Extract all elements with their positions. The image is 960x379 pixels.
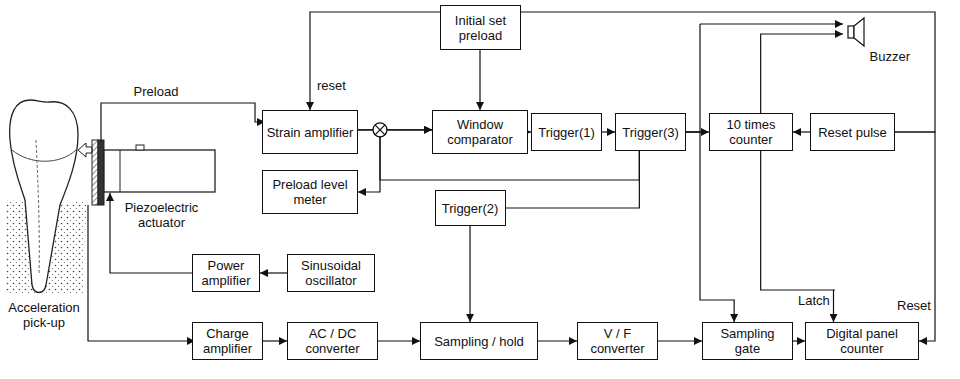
signal-connector [761,151,835,322]
signal-connector [479,50,481,110]
signal-connector [469,226,470,322]
signal-connector [602,131,615,132]
node-text: Power amplifier [193,258,259,288]
node-text: Reset pulse [815,125,890,140]
buzzer-node: Buzzer [843,16,913,64]
enamel-line [12,150,76,161]
node-text: Trigger(2) [439,201,502,216]
process-box: Initial set preload [440,5,521,50]
actuator-knob [136,145,144,150]
signal-connector [658,340,702,341]
process-box: Sampling gate [702,322,793,360]
signal-connector [538,340,577,341]
signal-connector [793,131,810,132]
process-box: V / F converter [577,322,658,360]
process-box: Charge amplifier [192,322,263,360]
tooth-outline [10,100,78,293]
process-box: Preload level meter [262,170,358,214]
root-canal [36,140,39,275]
annotation-label: Acceleration pick-up [3,300,85,330]
process-box: AC / DC converter [287,322,378,360]
node-text: Window comparator [433,117,527,147]
signal-connector [506,151,640,208]
process-box: 10 times counter [709,113,793,151]
signal-connector [895,132,935,341]
node-text: Trigger(1) [535,125,598,140]
process-box: Trigger(1) [531,113,602,151]
signal-connector [793,340,805,341]
summing-junction [373,123,387,137]
node-text: Sampling gate [703,326,792,356]
signal-label: Latch [797,293,831,308]
preload-wire [101,103,265,140]
annotation-label: Preload [125,84,187,99]
signal-label: reset [316,78,347,93]
signal-label: Reset [896,298,932,313]
node-text: Charge amplifier [193,326,262,356]
node-text: 10 times counter [710,117,792,147]
actuator-plate [98,140,104,205]
process-box: Sinusoidal oscillator [287,254,375,292]
process-box: Power amplifier [192,254,260,292]
annotation-label: Piezoelectric actuator [118,200,205,230]
process-box: Sampling / hold [420,322,538,360]
process-box: Strain amplifier [262,110,358,154]
node-text: V / F converter [578,326,657,356]
signal-connector [761,34,843,113]
node-text: Buzzer [867,49,913,64]
actuator-seam [120,150,121,192]
actuator-body [104,150,215,192]
node-text: Trigger(3) [619,125,682,140]
process-box: Trigger(2) [435,190,506,226]
node-text: Preload level meter [263,177,357,207]
node-text: Digital panel counter [806,326,918,356]
process-box: Window comparator [432,110,528,154]
node-text: Sinusoidal oscillator [288,258,374,288]
contact-arrow [78,143,92,157]
pickup-plate [92,140,98,205]
signal-connector [260,272,287,273]
signal-connector [378,340,420,341]
buzzer-symbol [846,16,870,48]
node-text: AC / DC converter [288,326,377,356]
signal-connector [358,130,380,192]
process-box: Trigger(3) [615,113,686,151]
process-box: Digital panel counter [805,322,919,360]
node-text: Sampling / hold [431,334,527,349]
process-box: Reset pulse [810,113,895,151]
signal-connector [263,340,287,341]
node-text: Initial set preload [441,13,520,43]
node-text: Strain amplifier [264,125,357,140]
signal-connector [686,132,735,322]
